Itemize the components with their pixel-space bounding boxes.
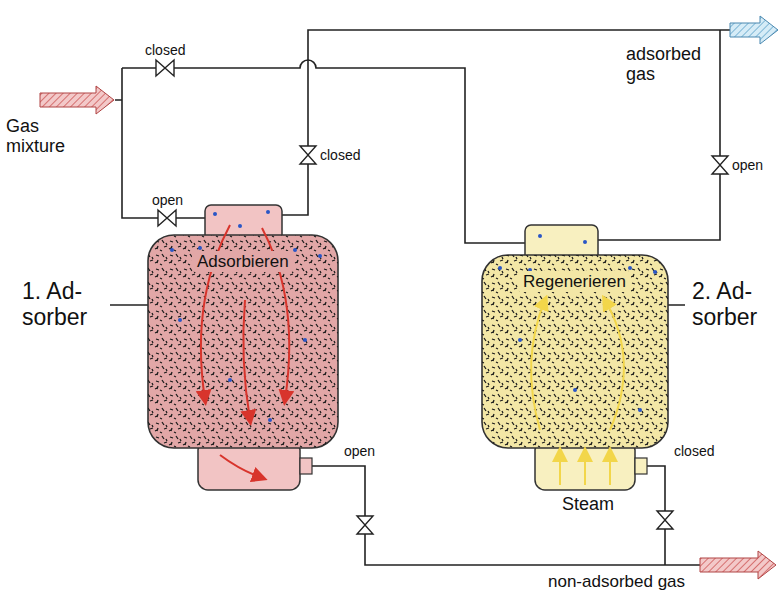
adsorber-vessel: Regenerieren2. Ad- sorber [482, 255, 668, 448]
stream-label: adsorbed gas [626, 44, 711, 84]
stream-label: Gas mixture [6, 116, 86, 156]
vessel-name: 2. Ad- sorber [692, 279, 774, 331]
valve-state-label: open [344, 444, 375, 460]
valve-state-label: closed [145, 43, 185, 59]
process-label: Regenerieren [518, 271, 631, 292]
valve-state-label: closed [674, 444, 714, 460]
adsorber-vessel: Adsorbieren1. Ad- sorber [148, 235, 338, 448]
vessel-name: 1. Ad- sorber [22, 279, 104, 331]
valve-state-label: open [732, 158, 763, 174]
process-label: Adsorbieren [192, 251, 294, 272]
valve-state-label: open [152, 193, 183, 209]
steam-label: Steam [562, 494, 614, 514]
valve-state-label: closed [320, 148, 360, 164]
stream-label: non-adsorbed gas [548, 572, 685, 591]
